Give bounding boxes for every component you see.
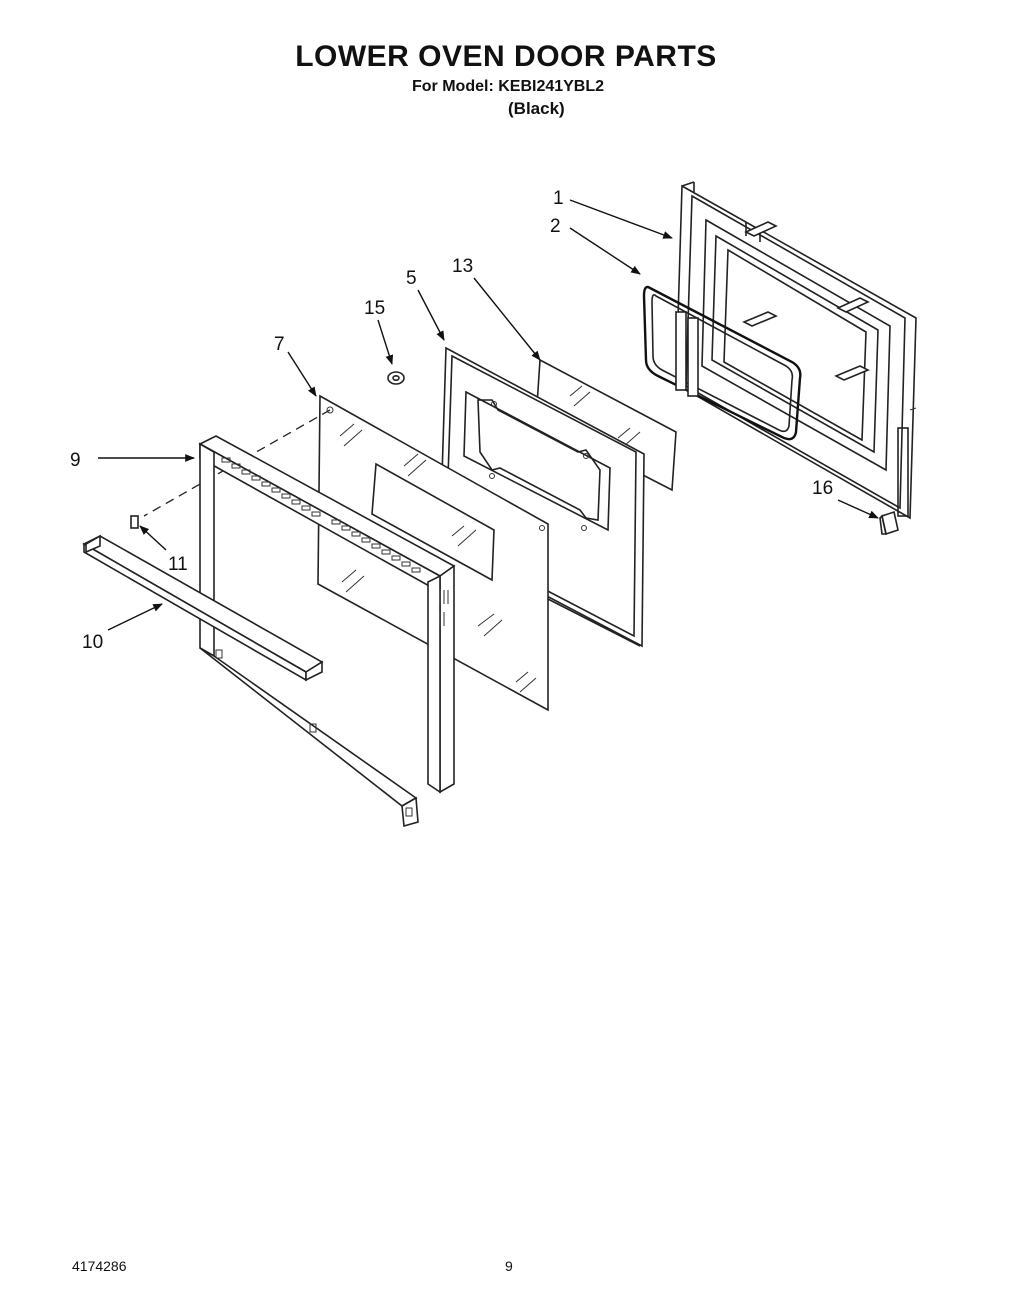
leader-5 (417, 289, 445, 341)
callout-15: 15 (364, 298, 385, 319)
model-line: For Model: KEBI241YBL2 (412, 78, 605, 95)
part-1-inner-door-panel (675, 181, 917, 520)
part-11-clip (130, 515, 139, 529)
callout-10: 10 (82, 632, 103, 653)
callout-11: 11 (168, 554, 188, 575)
leader-7 (287, 351, 317, 397)
callout-7: 7 (274, 334, 285, 355)
part-10-handle (82, 534, 324, 682)
callout-9: 9 (70, 450, 81, 471)
leader-13 (473, 277, 541, 361)
callout-1: 1 (553, 188, 564, 209)
leader-10 (107, 603, 163, 631)
leader-11 (139, 525, 167, 551)
callout-5: 5 (406, 268, 417, 289)
callout-16: 16 (812, 478, 833, 499)
callout-13: 13 (452, 256, 473, 277)
color-variant: (Black) (508, 99, 565, 118)
callout-2: 2 (550, 216, 561, 237)
part-9-outer-door-frame (198, 435, 456, 828)
leader-16 (837, 499, 879, 519)
part-15-grommet (387, 371, 405, 385)
page-number: 9 (505, 1258, 513, 1274)
part-16-hinge-block (879, 510, 899, 536)
page-title: LOWER OVEN DOOR PARTS (295, 40, 717, 73)
document-number: 4174286 (72, 1258, 127, 1274)
leader-15 (377, 319, 394, 365)
part-2-door-liner-frame (642, 285, 802, 441)
leader-2 (569, 227, 641, 275)
leader-1 (569, 199, 673, 239)
